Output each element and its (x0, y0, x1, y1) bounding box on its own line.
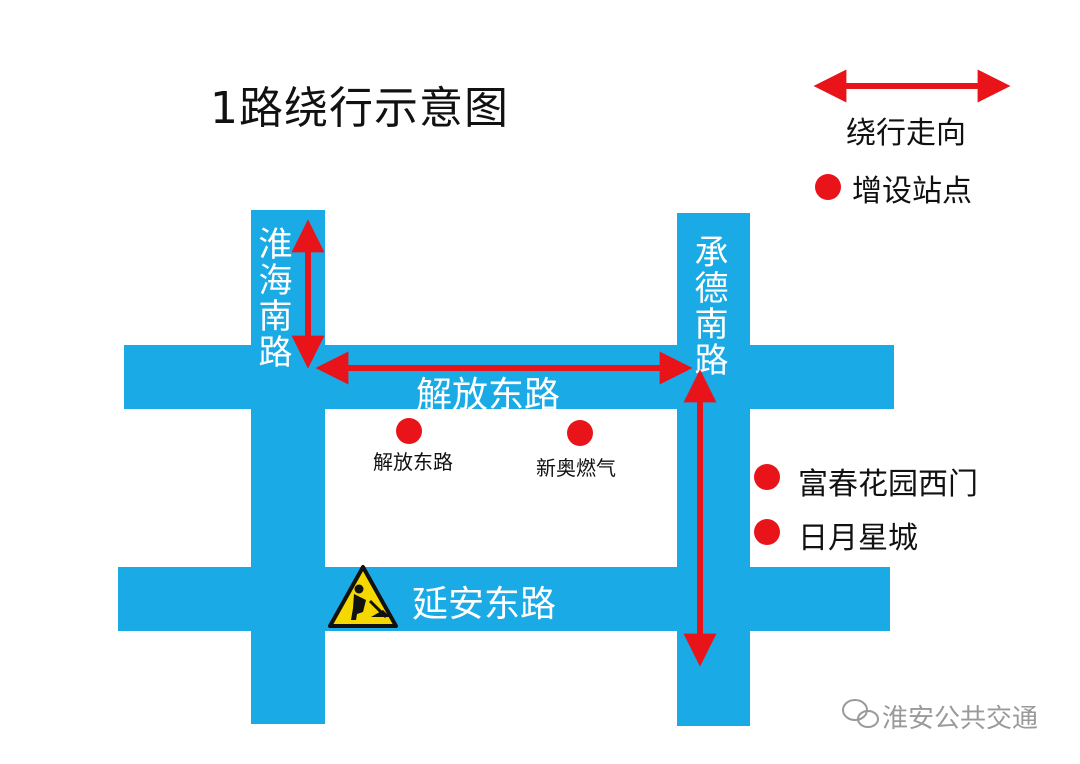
legend-stop-marker (815, 174, 841, 200)
road-label-yanan-east: 延安东路 (412, 584, 557, 625)
stop-marker-riyue-star-city (754, 519, 780, 545)
stop-marker-jiefang-east (396, 418, 422, 444)
stop-marker-fuchun-garden (754, 464, 780, 490)
stop-label-jiefang-east: 解放东路 (373, 450, 453, 474)
map-title: 1路绕行示意图 (210, 83, 509, 134)
watermark-text: 淮安公共交通 (882, 704, 1039, 734)
legend-detour-label: 绕行走向 (846, 116, 966, 151)
stop-marker-xinao-gas (567, 420, 593, 446)
road-label-chengde-south: 承德南路 (688, 234, 728, 378)
wechat-icon (842, 699, 879, 728)
legend-new-stop-label: 增设站点 (852, 174, 972, 209)
stop-label-fuchun-garden: 富春花园西门 (798, 467, 978, 502)
stop-label-riyue-star-city: 日月星城 (798, 521, 918, 556)
construction-warning-icon (328, 565, 398, 628)
road-label-huaihai-south: 淮海南路 (252, 226, 292, 370)
road-yanan-east (118, 567, 890, 631)
stop-label-xinao-gas: 新奥燃气 (536, 456, 616, 480)
